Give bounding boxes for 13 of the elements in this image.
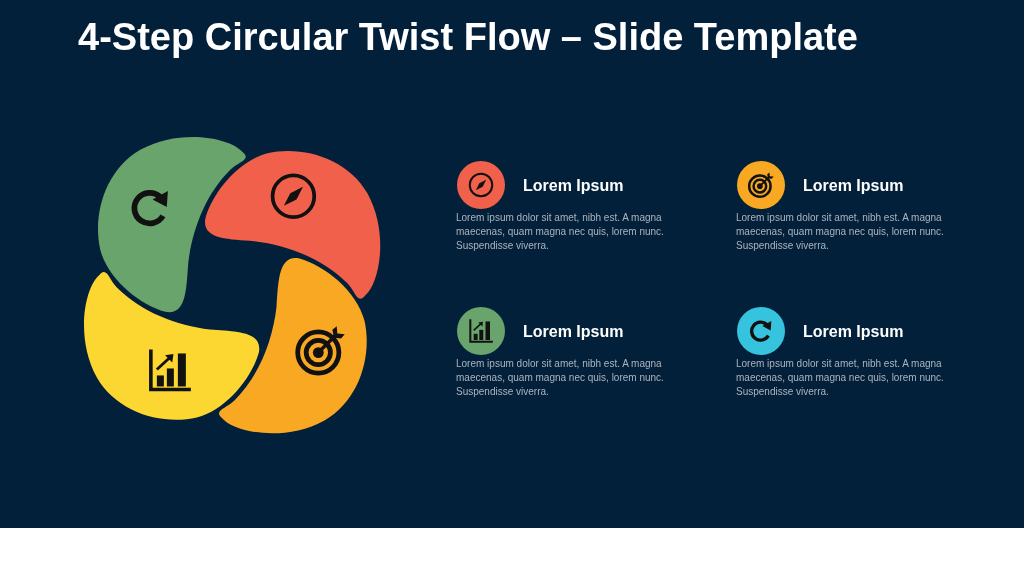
step-description: Lorem ipsum dolor sit amet, nibh est. A magna maecenas, quam magna nec quis, lorem nunc. Suspendisse viverra. <box>736 211 945 253</box>
petal-shape <box>218 257 367 433</box>
step-description: Lorem ipsum dolor sit amet, nibh est. A magna maecenas, quam magna nec quis, lorem nunc. Suspendisse viverra. <box>736 357 945 399</box>
petal-shape <box>204 150 380 299</box>
step-description: Lorem ipsum dolor sit amet, nibh est. A magna maecenas, quam magna nec quis, lorem nunc. Suspendisse viverra. <box>456 357 665 399</box>
slide-title: 4-Step Circular Twist Flow – Slide Template <box>78 18 858 56</box>
step-heading: Lorem Ipsum <box>803 176 904 196</box>
step-heading: Lorem Ipsum <box>803 322 904 342</box>
step-description: Lorem ipsum dolor sit amet, nibh est. A magna maecenas, quam magna nec quis, lorem nunc. Suspendisse viverra. <box>456 211 665 253</box>
petal-shape <box>97 137 246 313</box>
step-heading: Lorem Ipsum <box>523 322 624 342</box>
step-heading: Lorem Ipsum <box>523 176 624 196</box>
petal-shape <box>84 271 260 420</box>
